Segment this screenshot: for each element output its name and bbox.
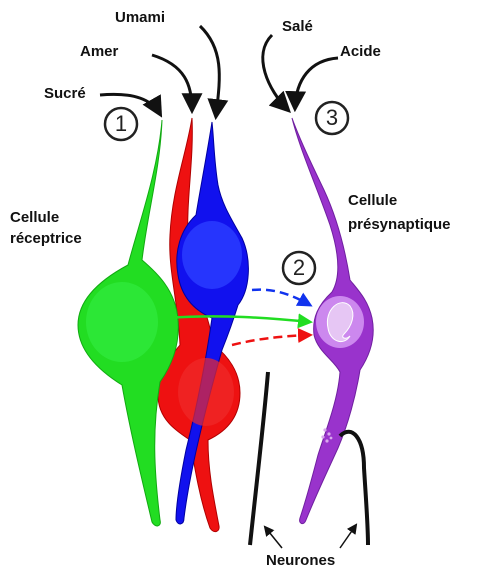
neurone-pointer-right xyxy=(340,525,356,548)
step-3-number: 3 xyxy=(317,103,347,133)
sale-arrow xyxy=(263,35,288,110)
acide-arrow xyxy=(295,58,338,108)
umami-arrow xyxy=(200,26,219,116)
amer-arrow xyxy=(152,55,192,110)
presynaptic-cell-label-line1: Cellule xyxy=(348,192,397,209)
green-nucleus xyxy=(86,282,158,362)
red-signal-arrow xyxy=(232,335,310,345)
step-2-number: 2 xyxy=(284,253,314,283)
umami-nucleus xyxy=(182,221,242,289)
neurone-pointer-left xyxy=(265,527,282,548)
neurones-label: Neurones xyxy=(266,552,335,569)
amer-label: Amer xyxy=(80,43,118,60)
receptor-cell-label-line1: Cellule xyxy=(10,209,59,226)
acide-label: Acide xyxy=(340,43,381,60)
receptor-cell-label-line2: réceptrice xyxy=(10,230,82,247)
blue-signal-arrow xyxy=(252,290,310,305)
umami-label: Umami xyxy=(115,9,165,26)
red-nucleus xyxy=(178,358,234,426)
step-1-number: 1 xyxy=(106,109,136,139)
presynaptic-cell-label-line2: présynaptique xyxy=(348,216,451,233)
sale-label: Salé xyxy=(282,18,313,35)
sucre-label: Sucré xyxy=(44,85,86,102)
neuron-left xyxy=(250,372,268,545)
